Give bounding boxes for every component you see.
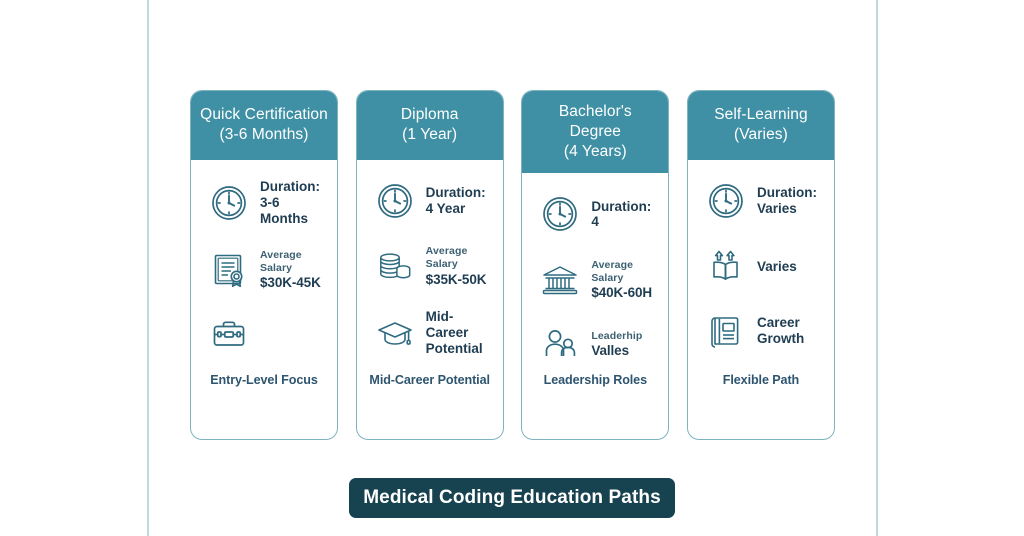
card-row-varies: Varies (698, 245, 824, 289)
card-body-self-learning: Duration: Varies (688, 160, 834, 439)
page-guide-left (147, 0, 149, 536)
salary-label: Average Salary (591, 259, 634, 284)
card-footer-bachelors-degree: Leadership Roles (543, 373, 647, 387)
card-header-quick-certification: Quick Certification (3-6 Months) (191, 91, 337, 160)
card-row-career-growth: Career Growth (698, 309, 824, 353)
card-row-salary-text: Average Salary $35K-50K (426, 245, 493, 287)
card-bachelors-degree[interactable]: Bachelor's Degree (4 Years) (521, 90, 670, 440)
card-row-duration: Duration: 4 Year (367, 179, 493, 223)
card-row-leadership: Leaderhip Valles (532, 322, 658, 366)
card-row-salary-text: Average Salary $30K-45K (260, 249, 327, 291)
card-row-leadership-text: Leaderhip Valles (591, 330, 642, 360)
potential-line-2: Potential (425, 340, 483, 356)
duration-value: 3-6 Months (260, 194, 308, 226)
duration-label: Duration: (260, 178, 320, 194)
card-row-varies-text: Varies (757, 259, 797, 275)
varies-value: Varies (756, 258, 797, 274)
salary-label: Average Salary (260, 249, 302, 274)
card-row-salary: Average Salary $35K-50K (367, 245, 493, 289)
clock-icon (207, 181, 251, 225)
card-title-line-2: Degree (569, 122, 622, 140)
card-row-salary: Average Salary $40K-60H (532, 258, 658, 302)
salary-value: $35K-50K (425, 271, 487, 287)
card-footer-self-learning: Flexible Path (722, 373, 800, 387)
card-row-duration: Duration: 3-6 Months (201, 179, 327, 227)
certificate-icon (207, 248, 251, 292)
duration-value: 4 (591, 214, 599, 230)
leadership-label: Leaderhip (591, 329, 643, 342)
card-row-focus (201, 312, 327, 356)
card-row-duration-text: Duration: 4 (591, 199, 651, 231)
coins-icon (373, 245, 417, 289)
card-body-bachelors-degree: Duration: 4 (522, 173, 668, 439)
book-icon (704, 309, 748, 353)
growth-line-2: Growth (756, 330, 805, 346)
card-row-potential: Mid-Career Potential (367, 309, 493, 357)
card-title-line-1: Self-Learning (714, 106, 808, 123)
card-title-line-1: Diploma (400, 106, 459, 123)
open-book-arrows-icon (704, 245, 748, 289)
clock-icon (704, 179, 748, 223)
duration-value: 4 Year (425, 200, 466, 216)
people-icon (538, 322, 582, 366)
card-row-duration-text: Duration: 4 Year (426, 185, 486, 217)
card-header-bachelors-degree: Bachelor's Degree (4 Years) (522, 91, 669, 174)
graduation-cap-icon (373, 311, 417, 355)
card-title-line-1: Bachelor's (558, 103, 632, 120)
card-title-line-2: (3-6 Months) (219, 125, 309, 143)
card-diploma[interactable]: Diploma (1 Year) (355, 90, 504, 440)
card-row-salary: Average Salary $30K-45K (201, 248, 327, 292)
card-header-diploma: Diploma (1 Year) (356, 91, 503, 160)
card-row-duration-text: Duration: 3-6 Months (260, 179, 327, 227)
growth-line-1: Career (756, 314, 800, 330)
banner-title: Medical Coding Education Paths (363, 487, 661, 508)
card-row-duration: Duration: 4 (532, 192, 658, 236)
card-title-line-2: (1 Year) (402, 125, 458, 143)
education-paths-card-row: Quick Certification (3-6 Months) (190, 90, 835, 440)
duration-label: Duration: (425, 184, 486, 200)
card-footer-diploma: Mid-Career Potential (369, 373, 490, 387)
salary-label: Average Salary (425, 245, 468, 271)
salary-value: $30K-45K (260, 275, 321, 291)
card-body-diploma: Duration: 4 Year (357, 160, 503, 439)
card-self-learning[interactable]: Self-Learning (Varies) (686, 90, 835, 440)
duration-value: Varies (756, 200, 797, 216)
clock-icon (373, 179, 417, 223)
card-title-line-3: (4 Years) (563, 142, 627, 160)
duration-label: Duration: (756, 184, 817, 200)
card-row-salary-text: Average Salary $40K-60H (591, 259, 658, 301)
card-title-line-2: (Varies) (734, 125, 788, 143)
potential-line-1: Mid-Career (425, 308, 469, 340)
card-row-potential-text: Mid-Career Potential (426, 309, 493, 357)
card-header-self-learning: Self-Learning (Varies) (687, 91, 834, 160)
card-quick-certification[interactable]: Quick Certification (3-6 Months) (190, 90, 338, 440)
leadership-value: Valles (591, 343, 629, 359)
card-row-duration-text: Duration: Varies (757, 185, 817, 217)
card-row-duration: Duration: Varies (698, 179, 824, 223)
title-banner: Medical Coding Education Paths (349, 478, 675, 518)
card-footer-quick-certification: Entry-Level Focus (210, 373, 318, 387)
card-title-line-1: Quick Certification (200, 106, 328, 123)
bank-icon (538, 258, 582, 302)
clock-icon (538, 192, 582, 236)
card-row-career-growth-text: Career Growth (757, 315, 804, 347)
salary-value: $40K-60H (591, 285, 653, 301)
page-guide-right (876, 0, 878, 536)
card-body-quick-certification: Duration: 3-6 Months (191, 160, 337, 439)
briefcase-icon (207, 312, 251, 356)
duration-label: Duration: (591, 198, 652, 214)
